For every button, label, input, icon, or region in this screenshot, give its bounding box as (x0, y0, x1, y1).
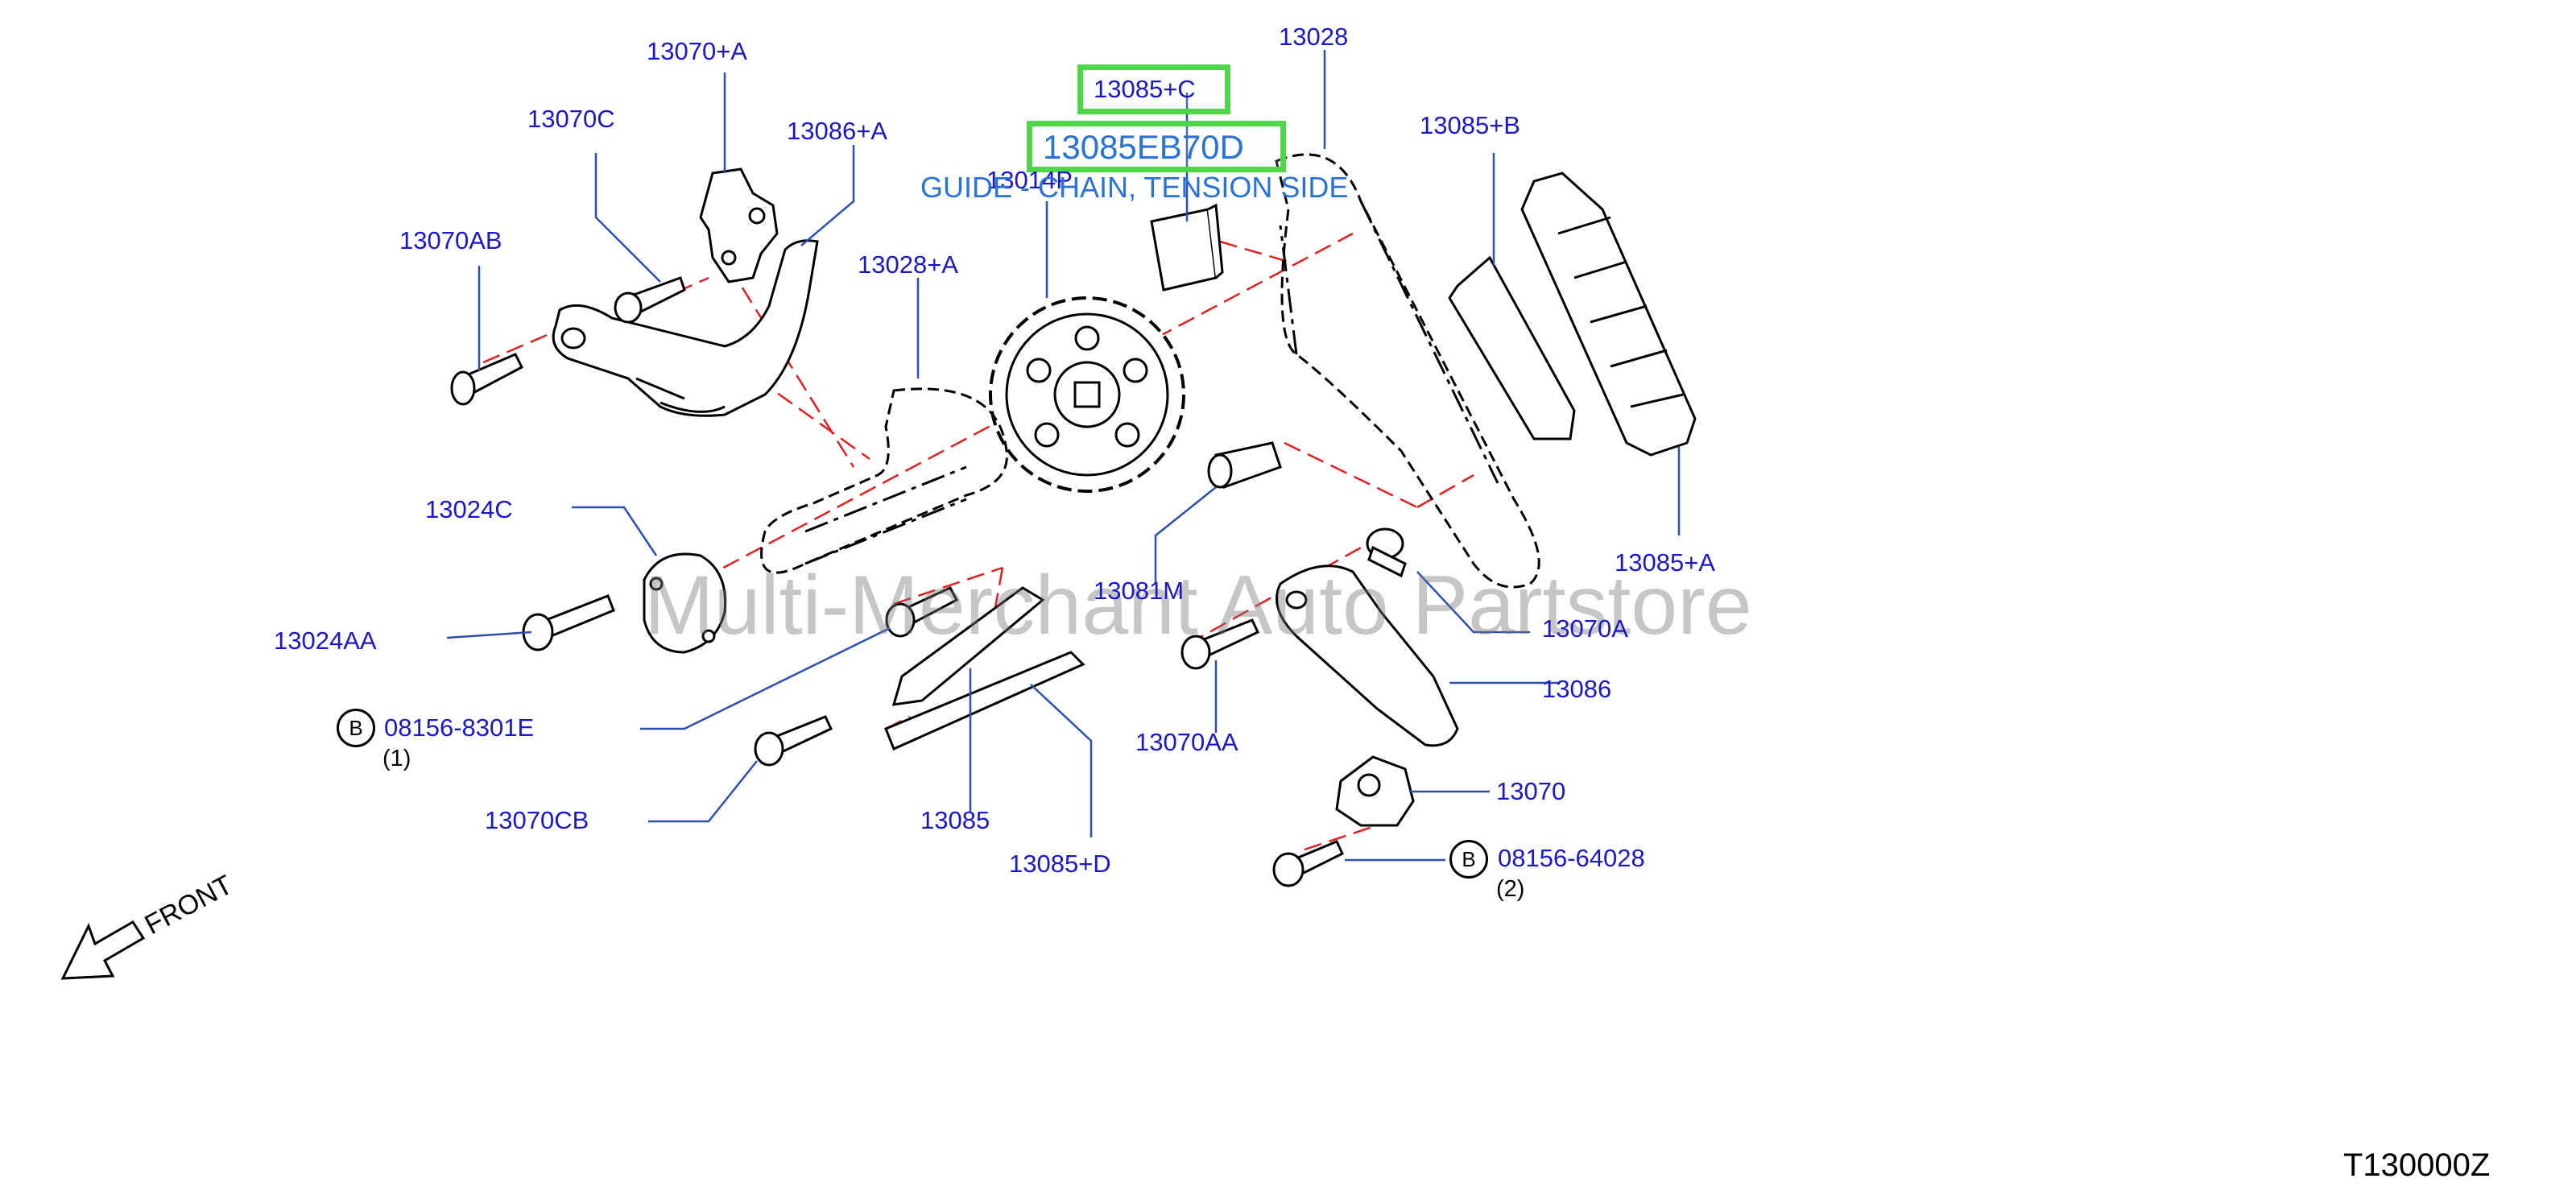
highlight-part-number[interactable]: 13085EB70D (1043, 128, 1244, 166)
part-label-13070[interactable]: 13070 (1496, 777, 1566, 805)
gasket-13024C[interactable] (643, 552, 727, 654)
part-label-13081M[interactable]: 13081M (1094, 577, 1185, 605)
bolt-marker-b1: B (337, 709, 375, 747)
guide-13085pB[interactable] (1448, 255, 1576, 440)
part-label-13086pA[interactable]: 13086+A (787, 117, 887, 145)
highlight-description: GUIDE - CHAIN, TENSION SIDE (920, 171, 1349, 204)
tensioner-arm-13086pA[interactable] (552, 239, 819, 417)
part-label-08156-64028[interactable]: 08156-64028 (1498, 844, 1645, 872)
tensioner-13070[interactable] (1335, 755, 1415, 827)
part-label-13024AA[interactable]: 13024AA (274, 626, 377, 655)
part-label-13085pC[interactable]: 13085+C (1094, 75, 1196, 103)
chain-13028pA[interactable] (760, 387, 1008, 574)
sprocket-13014P[interactable] (989, 296, 1185, 493)
part-label-13085pB[interactable]: 13085+B (1420, 111, 1520, 139)
part-label-13085pD[interactable]: 13085+D (1009, 850, 1111, 878)
tensioner-arm-13086[interactable] (1276, 564, 1459, 747)
guide-13085pA[interactable] (1520, 172, 1697, 457)
bolt-qty-b2: (2) (1496, 876, 1525, 902)
bolt-qty-b1: (1) (382, 746, 411, 771)
highlight-box-part-number (1027, 121, 1286, 172)
highlight-box-13085pC (1077, 64, 1230, 114)
diagram-code: T130000Z (2343, 1147, 2491, 1183)
chain-13028[interactable] (1275, 153, 1540, 589)
part-label-13070AB[interactable]: 13070AB (399, 226, 502, 254)
part-label-13070A[interactable]: 13070A (1542, 614, 1628, 643)
part-label-13024C[interactable]: 13024C (425, 495, 513, 523)
guide-13085[interactable] (884, 586, 1085, 751)
part-label-13070CB[interactable]: 13070CB (485, 806, 589, 834)
part-label-08156-8301E[interactable]: 08156-8301E (384, 713, 535, 742)
part-label-13086[interactable]: 13086 (1542, 675, 1612, 703)
front-arrow-icon (60, 920, 146, 980)
part-label-13028[interactable]: 13028 (1279, 23, 1349, 51)
part-label-13070C[interactable]: 13070C (527, 105, 615, 133)
part-label-13014P[interactable]: 13014P (986, 166, 1073, 194)
tensioner-bracket-13070pA[interactable] (699, 167, 779, 283)
part-label-13070AA[interactable]: 13070AA (1135, 728, 1238, 756)
part-label-13028pA[interactable]: 13028+A (858, 250, 958, 279)
bolts (450, 276, 1407, 887)
part-label-13070pA[interactable]: 13070+A (647, 37, 747, 65)
bolt-marker-b2: B (1449, 840, 1488, 879)
guide-13085pC[interactable] (1150, 203, 1224, 292)
part-label-13085[interactable]: 13085 (920, 806, 990, 834)
part-label-13085pA[interactable]: 13085+A (1615, 548, 1715, 577)
